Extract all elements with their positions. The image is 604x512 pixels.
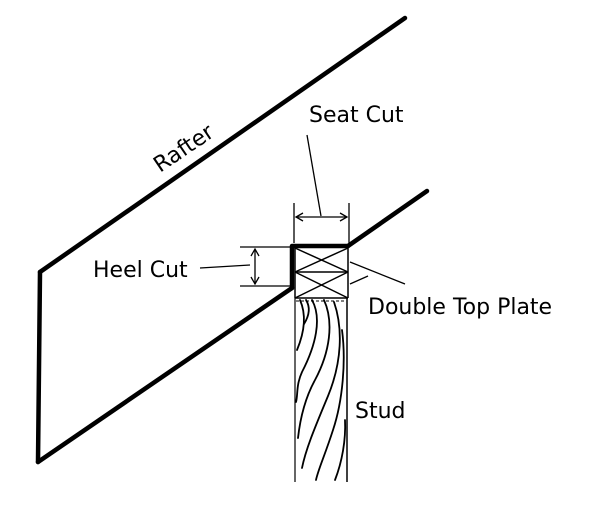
- rafter-bottom-edge-upper: [345, 188, 430, 249]
- stud: [294, 298, 348, 482]
- lower-plate-cross-b: [294, 271, 349, 299]
- rafter: [35, 15, 430, 465]
- top-plate-leader-lower: [349, 275, 369, 285]
- heel-cut-label: Heel Cut: [93, 258, 188, 283]
- rafter-bottom-edge: [35, 285, 295, 465]
- heel-cut-arrow-bottom: [250, 276, 260, 286]
- rafter-top-edge: [37, 15, 408, 275]
- upper-plate-cross-b: [294, 247, 349, 273]
- heel-cut-arrow-top: [250, 247, 260, 257]
- seat-cut-arrow-left: [294, 212, 304, 222]
- seat-cut-label: Seat Cut: [309, 103, 404, 128]
- top-plate-leader-upper: [349, 261, 406, 285]
- double-top-plate-label: Double Top Plate: [368, 295, 552, 320]
- heel-cut-leader: [199, 264, 251, 269]
- rafter-tail-edge: [35, 269, 43, 465]
- seat-cut-arrow-right: [339, 212, 349, 222]
- stud-label: Stud: [355, 399, 406, 424]
- birdsmouth-notch: [289, 243, 351, 291]
- wood-grain: [295, 299, 347, 481]
- annotations: [199, 134, 406, 287]
- seat-cut-leader: [306, 134, 322, 217]
- double-top-plate: [294, 247, 349, 299]
